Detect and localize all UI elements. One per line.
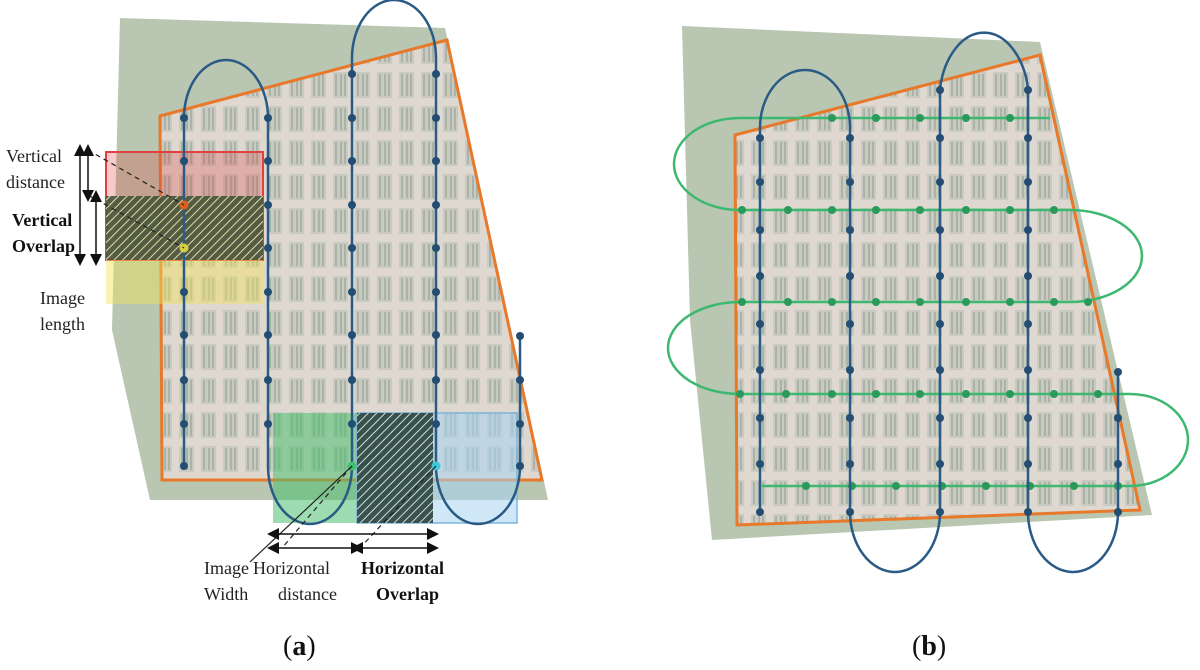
label-image-width-line1: Image	[204, 558, 249, 578]
label-vertical-overlap-line2: Overlap	[12, 236, 75, 256]
label-horizontal-overlap-line1: Horizontal	[361, 558, 444, 578]
label-vertical-overlap-line1: Vertical	[12, 210, 72, 230]
crop-field-b	[735, 55, 1140, 525]
label-image-length-line1: Image	[40, 288, 85, 308]
label-image-width-line2: Width	[204, 584, 248, 604]
label-vertical-distance-line1: Vertical	[6, 146, 62, 166]
label-vertical-distance-line2: distance	[6, 172, 65, 192]
label-horizontal-distance-line1: Horizontal	[253, 558, 330, 578]
waypoints-a	[180, 70, 524, 470]
flight-path-horizontal-b	[666, 116, 1190, 488]
waypoints-vertical-b	[756, 86, 1122, 516]
panel-a: Vertical distance Vertical Overlap Image…	[6, 0, 548, 662]
caption-b: (b)	[912, 631, 946, 662]
caption-a: (a)	[283, 631, 316, 662]
vertical-dimension-arrows	[74, 144, 102, 266]
panel-b: (b)	[666, 26, 1190, 662]
label-image-length-line2: length	[40, 314, 85, 334]
flight-path-a	[182, 0, 522, 526]
label-horizontal-overlap-line2: Overlap	[376, 584, 439, 604]
waypoints-horizontal-b	[736, 114, 1122, 490]
horizontal-dimension-arrows	[267, 528, 439, 554]
horizontal-overlap-region	[357, 413, 433, 523]
label-horizontal-distance-line2: distance	[278, 584, 337, 604]
